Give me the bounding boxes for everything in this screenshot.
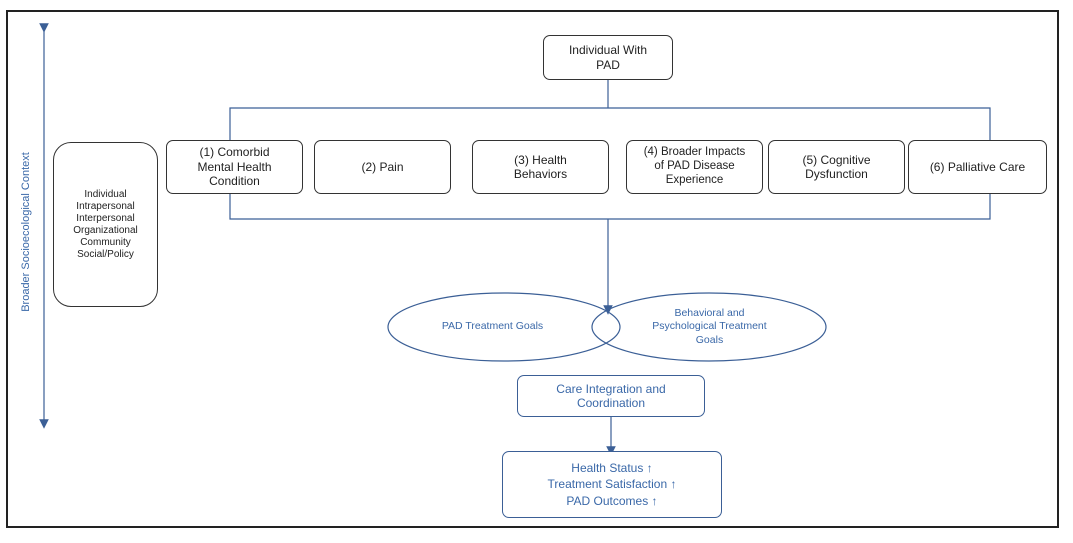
domain-box-3: (3) Health Behaviors: [472, 140, 609, 194]
pad-goals-label: PAD Treatment Goals: [441, 320, 544, 333]
diagram-frame: [6, 10, 1059, 528]
bottom-bracket: [229, 194, 991, 220]
pad-goals-ellipse: [387, 292, 621, 362]
domain-box-4: (4) Broader Impacts of PAD Disease Exper…: [626, 140, 763, 194]
top-bracket: [229, 107, 991, 140]
domain-box-5: (5) Cognitive Dysfunction: [768, 140, 905, 194]
behavioral-goals-ellipse: [591, 292, 827, 362]
domain-box-1: (1) Comorbid Mental Health Condition: [166, 140, 303, 194]
domain-box-6: (6) Palliative Care: [908, 140, 1047, 194]
care-integration-box: Care Integration and Coordination: [517, 375, 705, 417]
levels-box: Individual Intrapersonal Interpersonal O…: [53, 142, 158, 307]
top-node-box: Individual With PAD: [543, 35, 673, 80]
domain-box-2: (2) Pain: [314, 140, 451, 194]
behavioral-goals-label: Behavioral and Psychological Treatment G…: [652, 307, 767, 346]
outcomes-box: Health Status ↑ Treatment Satisfaction ↑…: [502, 451, 722, 518]
